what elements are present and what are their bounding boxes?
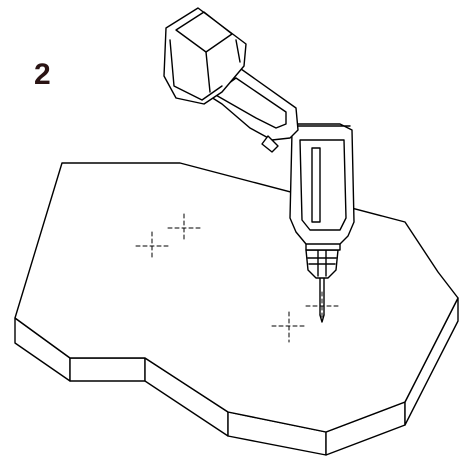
board <box>14 162 459 456</box>
drill-mark <box>167 213 201 243</box>
drill-mark <box>135 231 169 261</box>
board-side-face <box>69 357 146 382</box>
drill-mark <box>271 311 307 343</box>
drill-mark <box>305 291 339 321</box>
drill-head <box>289 123 355 245</box>
drill-bit <box>319 275 325 323</box>
step-number: 2 <box>34 58 51 91</box>
battery-pack <box>163 7 247 105</box>
board-top-face <box>14 162 459 433</box>
